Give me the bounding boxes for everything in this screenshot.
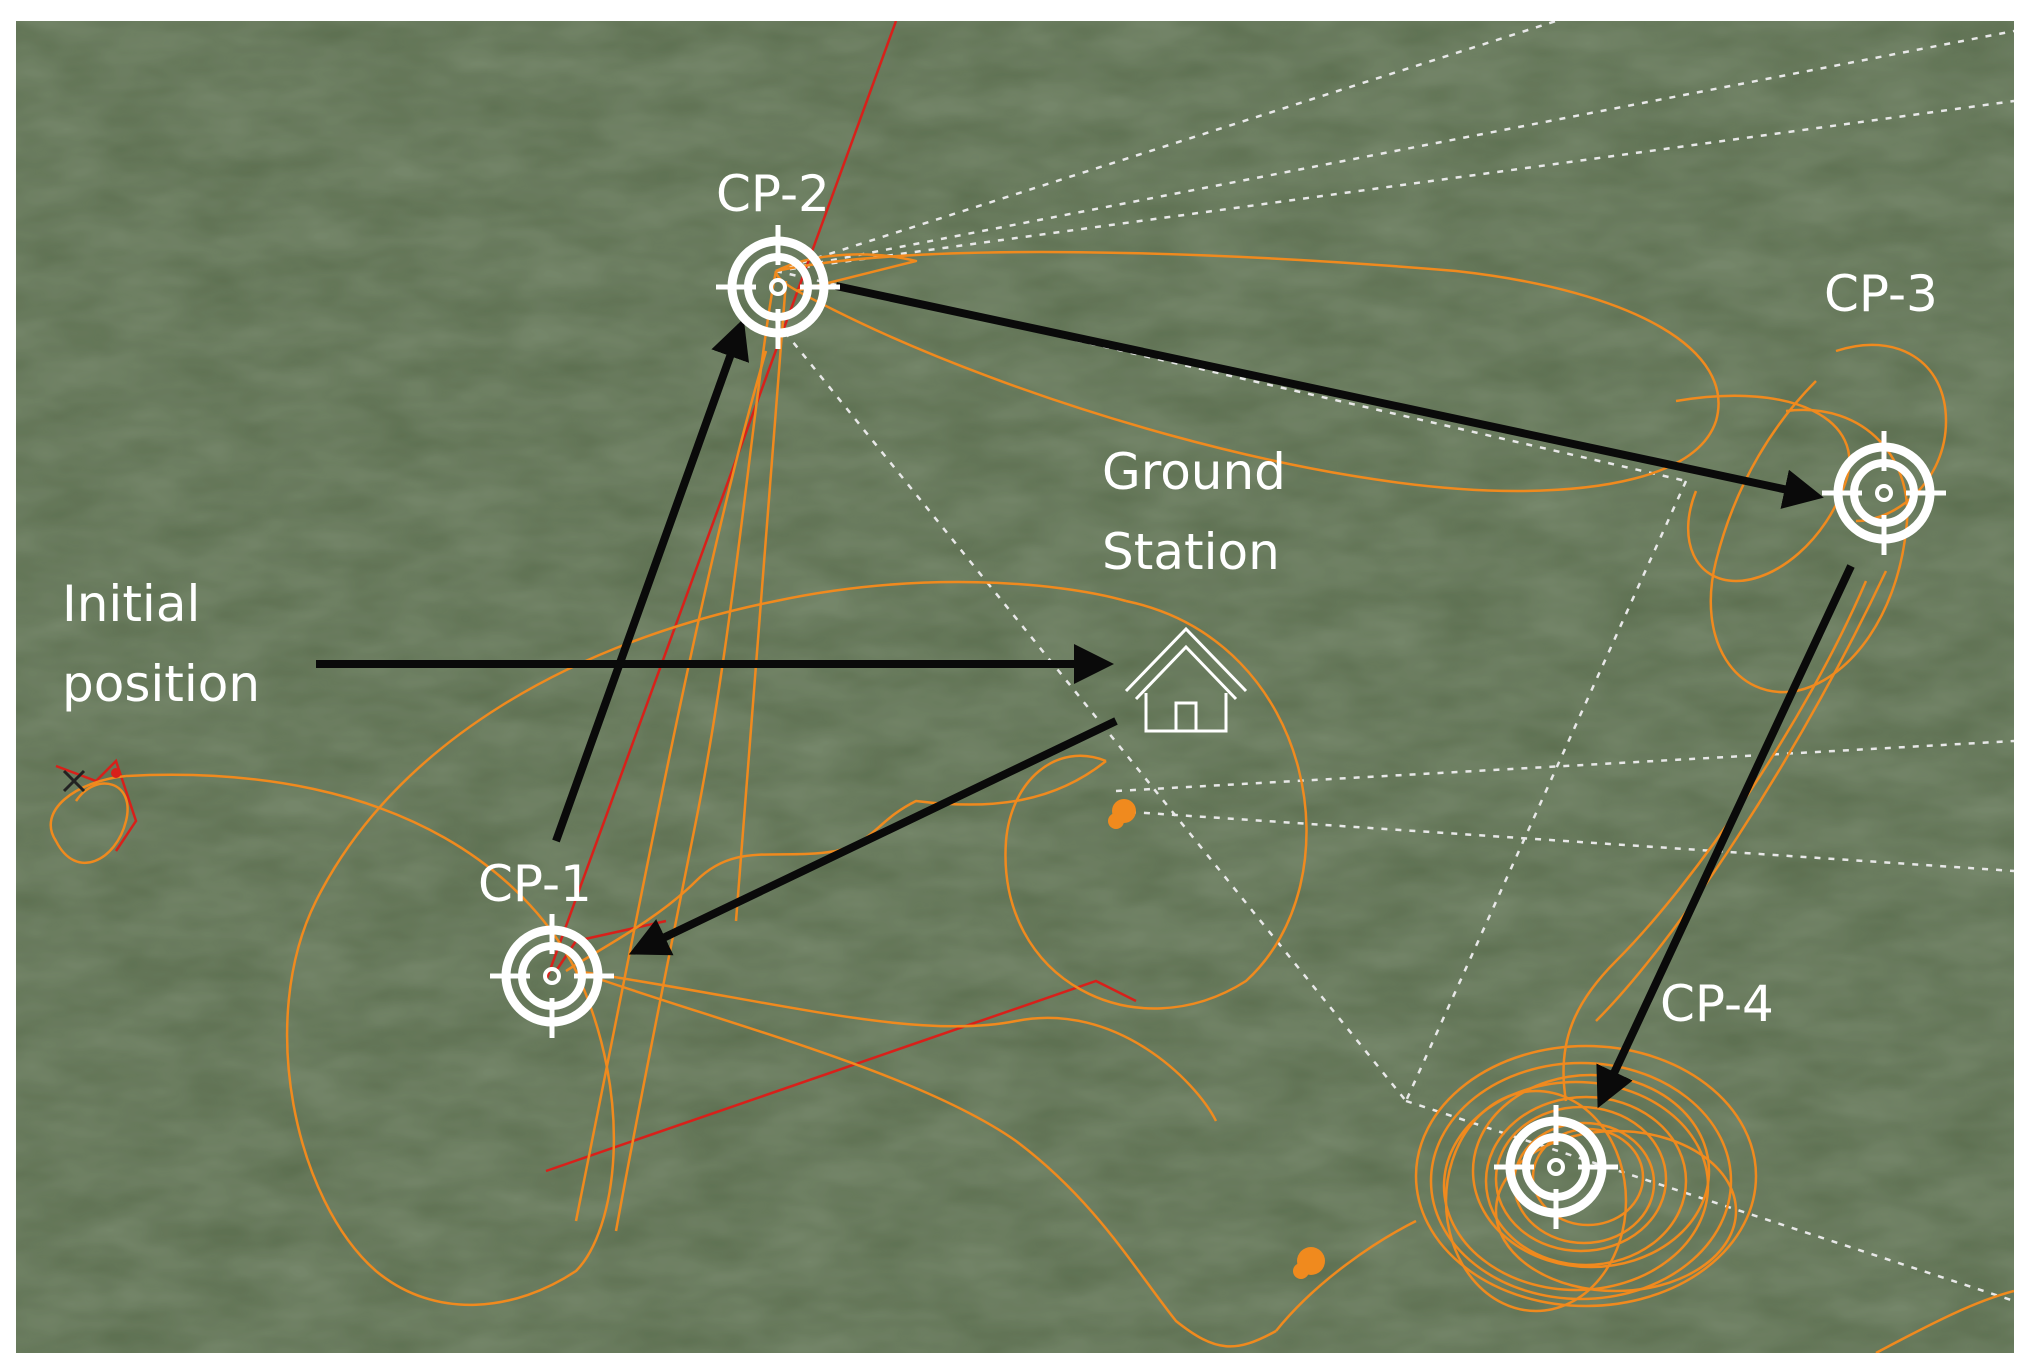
x-mark-icon (62, 769, 86, 793)
arrow-cp2-to-cp3 (835, 282, 1824, 509)
checkpoint-cp1[interactable] (490, 914, 614, 1038)
cp3-label: CP-3 (1824, 265, 1938, 323)
terrain-texture (16, 21, 2014, 1353)
checkpoint-cp3[interactable] (1822, 431, 1946, 555)
waypoint-arrows (316, 282, 1855, 1109)
crosshair-target-icon (490, 914, 614, 1038)
ground-station-label-line1: Ground (1102, 443, 1286, 501)
cp2-label: CP-2 (716, 165, 830, 223)
arrow-cp1-to-cp2 (552, 318, 750, 843)
crosshair-target-icon (1494, 1105, 1618, 1229)
checkpoint-cp4[interactable] (1494, 1105, 1618, 1229)
crosshair-target-icon (1822, 431, 1946, 555)
initial-position-label-line1: Initial (62, 575, 200, 633)
initial-position-label-line2: position (62, 655, 260, 713)
ground-station-label-line2: Station (1102, 523, 1280, 581)
crosshair-target-icon (716, 225, 840, 349)
cp4-label: CP-4 (1660, 975, 1774, 1033)
arrow-ground-station-to-cp1 (628, 717, 1118, 956)
checkpoint-cp2[interactable] (716, 225, 840, 349)
house-icon[interactable] (1124, 626, 1248, 733)
hover-clusters (1108, 799, 1325, 1279)
flight-path (49, 250, 2014, 1353)
arrow-cp3-to-cp4 (1596, 564, 1855, 1109)
aerial-map: CP-2 CP-3 CP-1 CP-4 Ground Station Initi… (16, 21, 2014, 1353)
cp1-label: CP-1 (478, 855, 592, 913)
